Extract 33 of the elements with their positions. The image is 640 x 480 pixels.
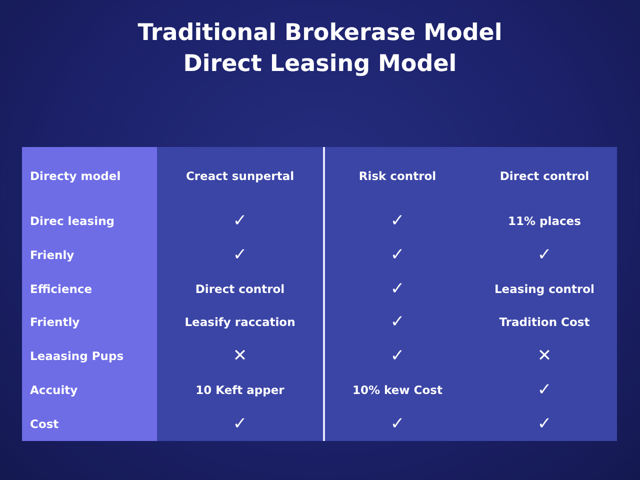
table-value: 10% kew Cost [352, 384, 442, 397]
mark-symbol: ✓ [537, 249, 552, 262]
mark-symbol: ✓ [232, 249, 248, 262]
column-heading: Risk control [358, 170, 436, 182]
table-value: Leasing control [494, 282, 594, 296]
row-label: Friently [30, 316, 80, 330]
row-label: Frienly [30, 249, 74, 262]
mark-symbol: ✓ [390, 282, 405, 296]
corner-heading: Directy model [30, 170, 121, 182]
table-value: Tradition Cost [499, 316, 590, 330]
mark-symbol: ✓ [390, 316, 405, 330]
mark-symbol: ✓ [537, 384, 552, 397]
mark-symbol: ✕ [537, 350, 552, 364]
mark-symbol: ✓ [537, 418, 552, 431]
title: Traditional Brokerase Model Direct Leasing Model [136, 19, 504, 79]
row-label: Accuity [30, 384, 78, 397]
mark-symbol: ✓ [232, 215, 248, 228]
row-label: Direc leasing [30, 215, 114, 228]
row-label: Efficience [30, 282, 92, 296]
column-heading: Direct control [500, 170, 590, 182]
mark-symbol: ✓ [390, 418, 405, 431]
column-heading: Creact sunpertal [186, 170, 294, 182]
table-value: Leasify raccation [184, 316, 296, 330]
table-value: Direct control [195, 282, 285, 296]
mark-symbol: ✓ [390, 215, 405, 228]
row-label: Leaasing Pups [30, 350, 124, 364]
mark-symbol: ✓ [232, 418, 248, 431]
table-value: 11% places [508, 215, 581, 228]
mark-symbol: ✓ [390, 249, 405, 262]
mark-symbol: ✓ [390, 350, 405, 364]
row-label: Cost [30, 418, 59, 431]
mark-symbol: ✕ [232, 350, 248, 364]
table-value: 10 Keft apper [196, 384, 284, 397]
